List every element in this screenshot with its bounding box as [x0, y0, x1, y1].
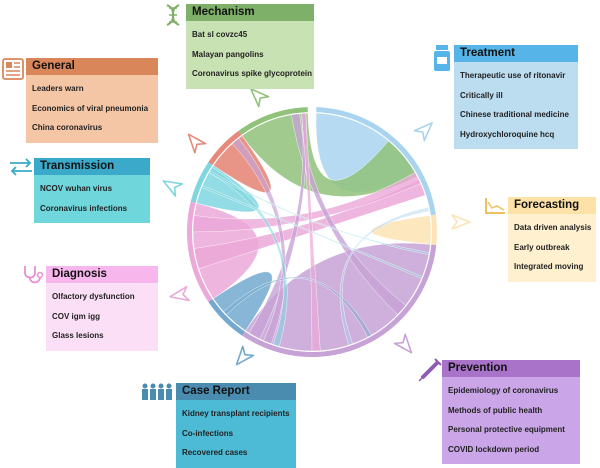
- list-item: COV igm igg: [52, 311, 100, 321]
- stethoscope-icon: [24, 266, 44, 284]
- treatment-title: Treatment: [454, 45, 578, 62]
- list-item: Methods of public health: [448, 405, 543, 415]
- pointer-icon: [393, 333, 413, 354]
- transmission-title: Transmission: [34, 158, 150, 175]
- chord-ribbon: [371, 215, 432, 245]
- treatment-arc: [316, 107, 436, 216]
- list-item: China coronavirus: [32, 123, 103, 132]
- people-icon: [142, 383, 172, 400]
- chord-ribbon: [196, 165, 259, 213]
- chord-ribbon: [232, 137, 286, 345]
- pointer-icon: [235, 345, 255, 366]
- chord-ribbon: [201, 185, 423, 279]
- dna-icon: [166, 4, 180, 26]
- forecasting-title: Forecasting: [508, 197, 596, 214]
- pointer-icon: [162, 180, 184, 197]
- chord-ribbon: [213, 271, 273, 331]
- list-item: Hydroxychloroquine hcq: [460, 129, 555, 139]
- list-item: Data driven analysis: [514, 223, 592, 232]
- chord-ribbons: [192, 112, 432, 352]
- list-item: Coronavirus spike glycoprotein: [192, 69, 313, 78]
- pointer-icon: [250, 88, 270, 108]
- chord-ribbon: [208, 170, 430, 255]
- forecasting-panel: Forecasting Data driven analysis Early o…: [484, 197, 596, 282]
- list-item: Therapeutic use of ritonavir: [460, 71, 566, 80]
- list-item: Bat sl covzc45: [192, 30, 248, 39]
- chord-ribbon: [213, 135, 272, 193]
- pill-bottle-icon: [434, 45, 450, 71]
- list-item: Olfactory dysfunction: [52, 292, 135, 301]
- mechanism-panel: Mechanism Bat sl covzc45 Malayan pangoli…: [162, 4, 314, 89]
- chord-ribbon: [291, 113, 407, 315]
- list-item: Malayan pangolins: [192, 49, 264, 59]
- case-report-title: Case Report: [176, 383, 296, 400]
- list-item: Early outbreak: [514, 242, 570, 252]
- list-item: Integrated moving: [514, 262, 584, 271]
- case-report-arc: [208, 299, 245, 336]
- prevention-arc: [242, 244, 437, 357]
- diagnosis-title: Diagnosis: [46, 266, 158, 283]
- list-item: Co-infections: [182, 428, 234, 438]
- chord-arcs: [186, 107, 438, 357]
- pointer-icon: [451, 214, 471, 230]
- transfer-arrows-icon: [10, 158, 32, 176]
- treatment-panel: Treatment Therapeutic use of ritonavir C…: [430, 45, 578, 149]
- prevention-title: Prevention: [442, 360, 580, 377]
- general-title: General: [26, 58, 158, 75]
- prevention-panel: Prevention Epidemiology of coronavirus M…: [418, 358, 580, 464]
- general-panel: General Leaders warn Economics of viral …: [2, 58, 158, 143]
- pointer-icon: [169, 285, 190, 302]
- list-item: Personal protective equipment: [448, 425, 565, 434]
- list-item: Leaders warn: [32, 84, 84, 93]
- transmission-arc: [190, 162, 213, 203]
- chord-ribbon: [223, 276, 372, 338]
- line-chart-icon: [485, 198, 505, 214]
- list-item: Chinese traditional medicine: [460, 110, 569, 119]
- pointer-icon: [187, 133, 207, 154]
- category-pointers: [162, 88, 471, 366]
- pointer-icon: [413, 122, 433, 142]
- chord-ribbon: [339, 207, 430, 346]
- list-item: Recovered cases: [182, 448, 248, 457]
- list-item: Kidney transplant recipients: [182, 409, 290, 418]
- list-item: Critically ill: [460, 90, 503, 100]
- diagnosis-arc: [186, 201, 213, 302]
- list-item: NCOV wuhan virus: [40, 184, 113, 193]
- syringe-icon: [418, 358, 442, 382]
- list-item: Coronavirus infections: [40, 203, 128, 213]
- transmission-panel: Transmission NCOV wuhan virus Coronaviru…: [8, 158, 150, 223]
- mechanism-arc: [238, 107, 308, 135]
- case-report-panel: Case Report Kidney transplant recipients…: [140, 383, 296, 468]
- list-item: Economics of viral pneumonia: [32, 103, 149, 113]
- newspaper-icon: [2, 58, 24, 80]
- general-arc: [208, 130, 242, 165]
- chord-ribbon: [245, 242, 431, 352]
- list-item: Epidemiology of coronavirus: [448, 386, 559, 395]
- list-item: COVID lockdown period: [448, 444, 540, 454]
- forecasting-arc: [430, 214, 438, 246]
- mechanism-title: Mechanism: [186, 4, 314, 21]
- list-item: Glass lesions: [52, 331, 104, 340]
- diagnosis-panel: Diagnosis Olfactory dysfunction COV igm …: [22, 266, 158, 351]
